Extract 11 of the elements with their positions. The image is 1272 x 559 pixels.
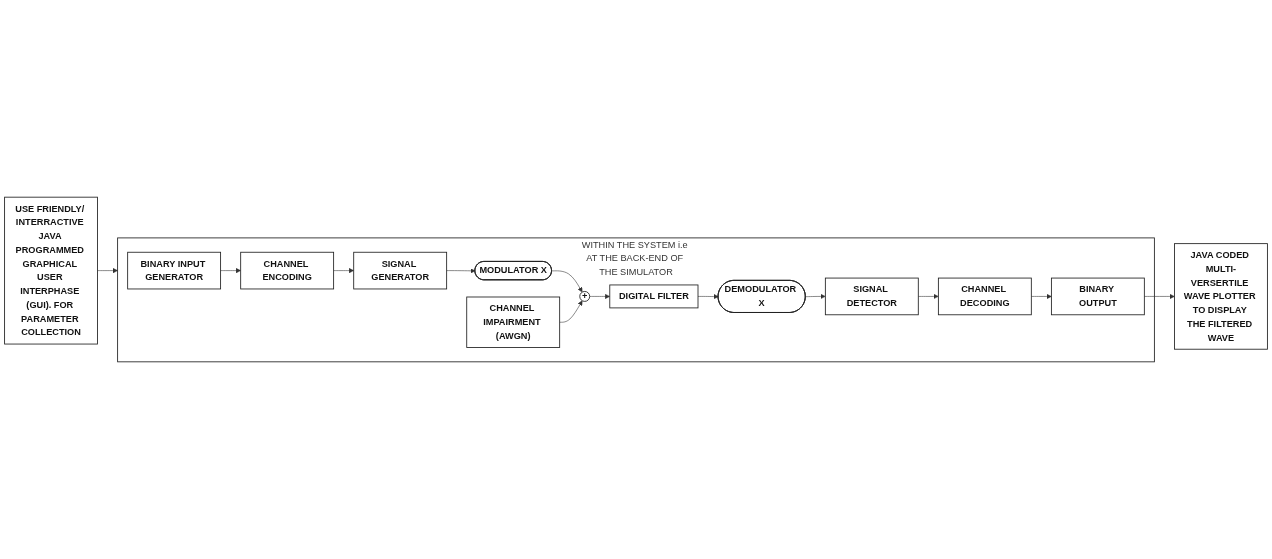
node-box: BINARY INPUT GENERATOR [127,251,222,290]
node-box: CHANNEL IMPAIRMENT (AWGN) [466,296,561,348]
node-box: DIGITAL FILTER [609,284,699,309]
node-box: BINARY OUTPUT [1050,277,1145,316]
node-box: CHANNEL ENCODING [240,251,335,290]
node-box: USE FRIENDLY/ INTERRACTIVE JAVA PROGRAMMED GRAPHICAL USER INTERPHASE (GUI). FOR PARAMETER COLLECTION [4,196,98,345]
node-box: SIGNAL GENERATOR [353,251,448,290]
node-box: CHANNEL DECODING [937,277,1032,316]
node-box: JAVA CODED MULTI-VERSERTILE WAVE PLOTTER TO DISPLAY THE FILTERED WAVE [1174,243,1268,350]
node-box: SIGNAL DETECTOR [824,277,919,316]
node-circle: + [579,291,591,302]
